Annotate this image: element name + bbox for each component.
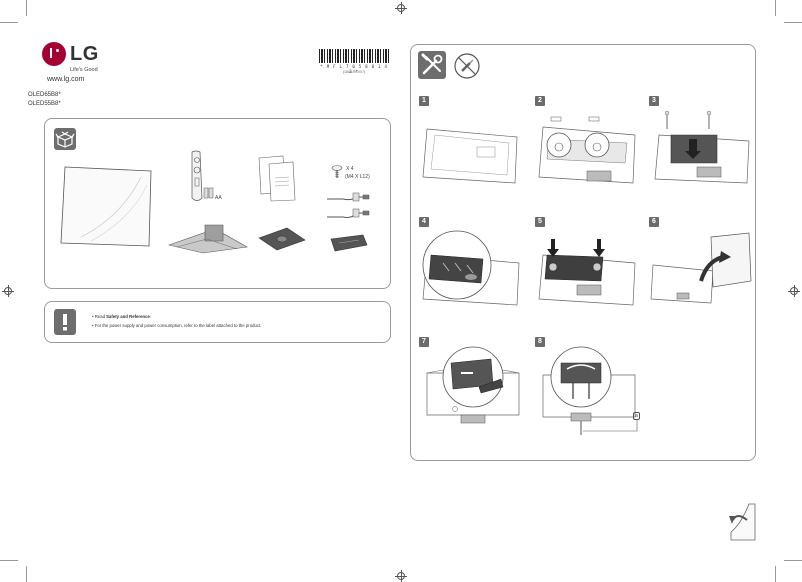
tv-panel-illustration: [60, 166, 152, 247]
step-5-illustration: [538, 239, 636, 306]
battery-label: AA: [215, 195, 222, 201]
cable-cover-illustration: [330, 234, 368, 252]
trim-mark: [0, 560, 18, 561]
trim-mark: [26, 0, 27, 16]
screw-count: X 4: [346, 166, 354, 172]
tools-icon: [418, 51, 446, 79]
step-8-callout: a: [633, 412, 640, 420]
registration-mark-bottom: [395, 570, 407, 582]
trim-mark: [784, 22, 802, 23]
step-2-illustration: [538, 116, 636, 184]
trim-mark: [775, 566, 776, 582]
tagline: Life's Good: [70, 67, 98, 73]
step-6-illustration: [650, 232, 752, 304]
barcode: [319, 49, 389, 63]
remote-control-illustration: [191, 150, 214, 201]
safety-reference-link[interactable]: Safety and Reference: [106, 314, 150, 319]
note-power-line: • For the power supply and power consump…: [92, 323, 262, 328]
step-1-badge: 1: [419, 96, 429, 106]
step-4-badge: 4: [419, 217, 429, 227]
exclamation-icon: [54, 309, 76, 335]
model-number-1: OLED65B8*: [28, 92, 61, 98]
step-8-illustration: [542, 346, 638, 435]
step-7-badge: 7: [419, 337, 429, 347]
note-safety-suffix: .: [149, 314, 152, 319]
step-6-badge: 6: [649, 217, 659, 227]
barcode-number: * M F L 7 0 5 8 0 1 4 3 *: [320, 64, 388, 74]
logo-text: LG: [70, 43, 99, 65]
registration-mark-right: [788, 285, 800, 297]
step-5-badge: 5: [535, 217, 545, 227]
step-1-illustration: [422, 128, 518, 184]
screw-icon: [331, 165, 343, 178]
step-8-badge: 8: [535, 337, 545, 347]
step-7-illustration: [426, 346, 520, 424]
step-3-badge: 3: [649, 96, 659, 106]
trim-mark: [26, 566, 27, 582]
note-panel: • Read Safety and Reference. • For the p…: [44, 301, 391, 343]
note-safety-prefix: • Read: [92, 314, 107, 319]
barcode-revision: (1804-REV07): [342, 70, 366, 74]
cable-adapters-illustration: [327, 192, 370, 218]
box-contents-panel: AA X 4 (M4 X L12): [44, 118, 391, 289]
lg-face-icon: [42, 42, 66, 66]
trim-mark: [0, 22, 18, 23]
stand-body-illustration: [258, 227, 306, 251]
registration-mark-top: [395, 2, 407, 14]
website-url[interactable]: www.lg.com: [47, 76, 85, 83]
trim-mark: [784, 560, 802, 561]
trim-mark: [775, 0, 776, 16]
manuals-illustration: [258, 155, 296, 202]
no-tools-required-icon: [454, 53, 480, 79]
page-turn-icon[interactable]: [727, 502, 757, 542]
screw-size: (M4 X L12): [345, 174, 370, 180]
step-4-illustration: [422, 230, 520, 306]
stand-base-illustration: [167, 224, 248, 254]
step-2-badge: 2: [535, 96, 545, 106]
model-number-2: OLED55B8*: [28, 101, 61, 107]
registration-mark-left: [2, 285, 14, 297]
open-box-icon: [54, 128, 76, 150]
note-safety-line: • Read Safety and Reference.: [92, 314, 151, 319]
assembly-panel: 1 2 3 4 5 6 7 8: [410, 44, 756, 461]
step-3-illustration: [654, 110, 750, 184]
